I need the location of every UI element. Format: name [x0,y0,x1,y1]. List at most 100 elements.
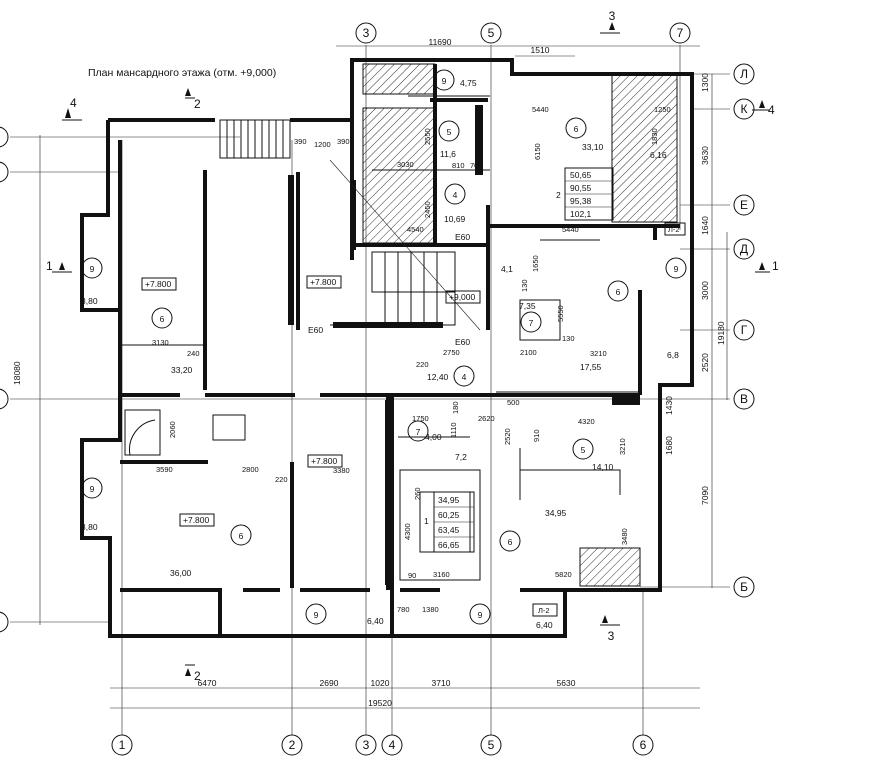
room-area: 6,16 [650,150,667,160]
inner-dim: 90 [408,571,416,580]
inner-dim: 3590 [156,465,173,474]
inner-dim: 2450 [423,201,432,218]
room-area: 6,40 [367,616,384,626]
inner-dim: 3130 [152,338,169,347]
room-number: 6 [160,314,165,324]
room-number: 9 [442,76,447,86]
door-mark: Л-2 [668,225,680,234]
axis-markers-bottom [111,734,654,756]
dim-label: 19520 [368,698,392,708]
inner-dim: 5820 [555,570,572,579]
dim-label: 2520 [700,353,710,372]
inner-dim: 2800 [242,465,259,474]
axis-bottom-label: 3 [363,738,370,752]
plan-title: План мансардного этажа (отм. +9,000) [88,67,276,79]
inner-dim: 3030 [397,160,414,169]
inner-dim: 700 [470,161,483,170]
level-mark: +9,000 [449,292,476,302]
inner-dim: 5440 [532,105,549,114]
axis-bottom-label: 1 [119,738,126,752]
inner-dim: 1110 [449,422,458,438]
walls [80,58,694,638]
inner-dim: 3380 [333,466,350,475]
inner-dim: 2550 [423,128,432,145]
room-number-circles [81,69,687,625]
room-area: 17,55 [580,362,602,372]
room-number: 5 [581,445,586,455]
axis-top-label: 5 [488,26,495,40]
axis-top-label: 7 [677,26,684,40]
apartment-number: 1 [424,516,429,526]
inner-dim: 1380 [422,605,439,614]
section-mark-label: 2 [194,669,201,683]
door-mark: Е60 [455,232,470,242]
room-area: 36,00 [170,568,192,578]
axis-right-label: К [741,102,748,116]
inner-dim: 4540 [407,225,424,234]
section-mark-label: 4 [768,103,775,117]
inner-dim: 1200 [314,140,331,149]
room-number: 9 [314,610,319,620]
inner-dim: 2750 [443,348,460,357]
apartment-number: 2 [556,190,561,200]
room-number: 6 [508,537,513,547]
inner-dim: 2620 [478,414,495,423]
level-mark: +7.800 [310,277,337,287]
level-mark: +7.800 [145,279,172,289]
inner-dim: 1650 [531,255,540,272]
level-mark: +7.800 [183,515,210,525]
dim-label: 2690 [320,678,339,688]
inner-dim: 500 [507,398,520,407]
dim-label: 1510 [531,45,550,55]
inner-dim: 1250 [654,105,671,114]
dim-label: 18080 [12,361,22,385]
room-area: 12,40 [427,372,449,382]
room-number: 7 [529,318,534,328]
room-area: 4,1 [501,264,513,274]
dim-label: 3630 [700,146,710,165]
axis-bottom-label: 5 [488,738,495,752]
section-mark-label: 1 [772,259,779,273]
section-mark-label: 3 [608,629,615,643]
axis-right-label: В [740,392,748,406]
section-mark-label: 4 [70,96,77,110]
door-mark: Е60 [308,325,323,335]
hatched-zones [362,63,678,587]
dim-label: 1680 [664,436,674,455]
axis-right-label: Г [741,323,748,337]
inner-dim: 130 [520,279,529,292]
inner-dim: 130 [562,334,575,343]
columns [288,105,640,585]
dim-label: 3710 [432,678,451,688]
dim-label: 1430 [664,396,674,415]
room-area: 7,2 [455,452,467,462]
axis-markers-left [0,126,9,633]
room-area: 14,10 [592,462,614,472]
room-area: 7,35 [519,301,536,311]
inner-dim: 910 [532,429,541,442]
room-number: 6 [239,531,244,541]
inner-dim: 2060 [168,421,177,438]
room-area: 3,80 [81,296,98,306]
inner-dim: 390 [294,137,307,146]
inner-dim: 3210 [590,349,607,358]
axis-bottom-label: 4 [389,738,396,752]
room-number: 9 [90,264,95,274]
section-mark-label: 1 [46,259,53,273]
inner-dim: 3480 [620,528,629,545]
section-mark-label: 2 [194,97,201,111]
room-area: 33,10 [582,142,604,152]
door-mark: Л-2 [538,606,550,615]
axis-bottom-label: 2 [289,738,296,752]
dim-label: 3000 [700,281,710,300]
dim-label: 1640 [700,216,710,235]
axis-right-label: Б [740,580,748,594]
room-number: 4 [453,190,458,200]
dim-label: 1300 [700,73,710,92]
room-area: 6,40 [536,620,553,630]
room-number: 7 [416,427,421,437]
room-area: 3,80 [81,522,98,532]
section-mark-label: 3 [609,9,616,23]
section-marks [52,22,770,676]
